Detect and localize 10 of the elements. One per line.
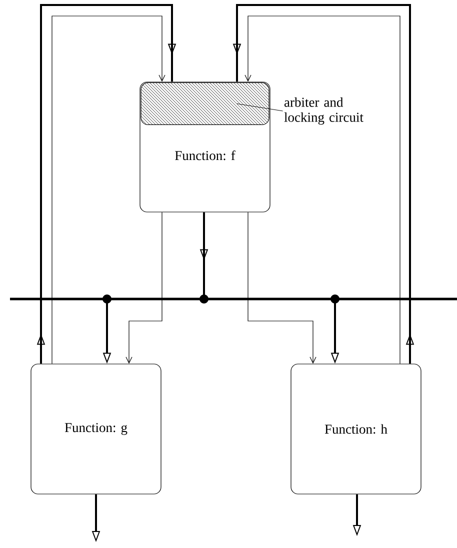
function-box: Function: g xyxy=(30,364,162,494)
arrow xyxy=(248,212,316,364)
function-box: Function: h xyxy=(290,364,422,494)
annotation-text: arbiter and locking circuit xyxy=(284,97,364,125)
arrow xyxy=(126,212,162,364)
bus-line xyxy=(10,298,457,300)
arrow xyxy=(52,16,166,364)
hatched-band xyxy=(140,82,270,125)
arrow xyxy=(244,16,400,364)
arrow xyxy=(36,4,176,364)
